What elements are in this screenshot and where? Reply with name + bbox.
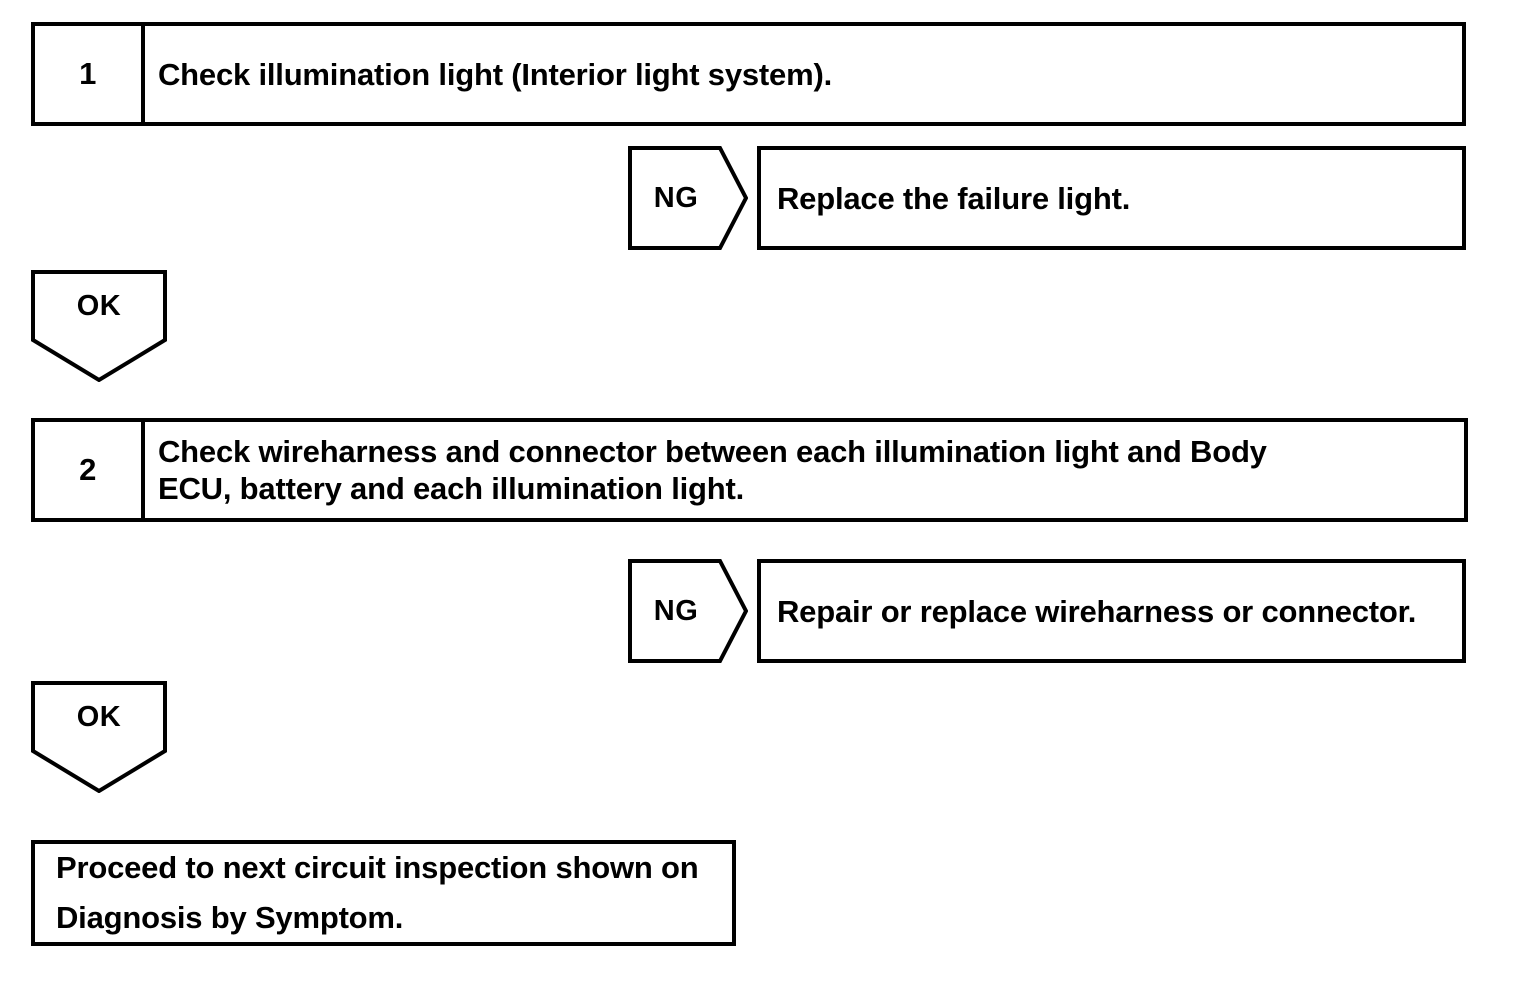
final-result-line: Diagnosis by Symptom.	[56, 900, 404, 935]
step-number-1: 1	[35, 26, 145, 122]
step-text-1: Check illumination light (Interior light…	[145, 26, 1462, 122]
ok-arrow-1: OK	[31, 270, 167, 382]
ng-result-box-2: Repair or replace wireharness or connect…	[757, 559, 1466, 663]
step-text-2: Check wireharness and connector between …	[145, 422, 1464, 518]
ng-arrow-2: NG	[628, 559, 748, 663]
ng-arrow-shape-icon	[628, 559, 748, 663]
final-result-box: Proceed to next circuit inspection shown…	[31, 840, 736, 946]
step-text-line: Check wireharness and connector between …	[158, 434, 1267, 469]
ok-arrow-2: OK	[31, 681, 167, 793]
step-text-line: ECU, battery and each illumination light…	[158, 471, 745, 506]
ok-arrow-shape-icon	[31, 681, 167, 793]
ng-arrow-shape-icon	[628, 146, 748, 250]
ok-arrow-shape-icon	[31, 270, 167, 382]
ng-label-2: NG	[653, 594, 699, 627]
ng-result-box-1: Replace the failure light.	[757, 146, 1466, 250]
step-box-1: 1 Check illumination light (Interior lig…	[31, 22, 1466, 126]
ng-arrow-1: NG	[628, 146, 748, 250]
ok-label-2: OK	[76, 700, 122, 733]
step-text-line: Check illumination light (Interior light…	[158, 56, 832, 92]
final-result-line: Proceed to next circuit inspection shown…	[56, 850, 699, 885]
step-box-2: 2 Check wireharness and connector betwee…	[31, 418, 1468, 522]
ng-result-line: Repair or replace wireharness or connect…	[777, 593, 1417, 629]
step-number-2: 2	[35, 422, 145, 518]
ng-result-line: Replace the failure light.	[777, 180, 1131, 216]
ok-label-1: OK	[76, 289, 122, 322]
ng-label-1: NG	[653, 181, 699, 214]
